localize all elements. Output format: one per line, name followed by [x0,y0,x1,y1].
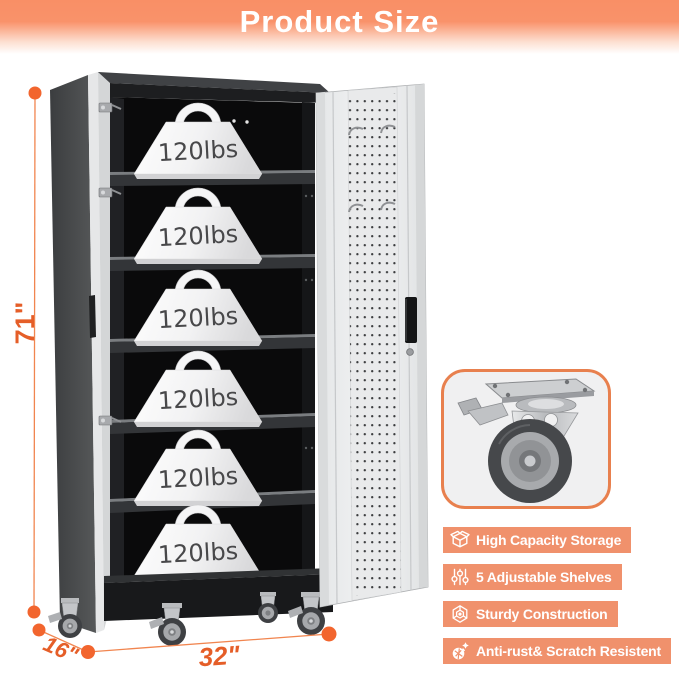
hinge-icon [98,187,122,198]
feature-high-capacity-storage: High Capacity Storage [443,527,632,553]
weights: 120lbs 120lbs 120lbs 120lbs 120l [133,102,263,581]
weight-label: 120lbs [157,135,239,167]
feature-adjustable-shelves: 5 Adjustable Shelves [443,564,622,590]
weight-label: 120lbs [157,462,239,494]
weight-label: 120lbs [157,220,239,252]
caster-wheel [48,598,82,638]
door-lock-icon [406,348,414,356]
dimension-width-label: 32" [197,639,241,673]
weight: 120lbs [133,102,263,179]
anti-scratch-icon [450,641,470,661]
weight-label: 120lbs [157,302,239,334]
depth-dimension-line [38,629,89,653]
caster-wheel [149,603,186,646]
right-door-handle [405,297,417,343]
hinges [98,102,122,426]
caster-wheel-image [457,378,596,503]
left-door-handle [89,295,96,338]
feature-anti-rust-scratch-resistant: Anti-rust& Scratch Resistent [443,638,671,664]
feature-sturdy-construction: Sturdy Construction [443,601,618,627]
page-title: Product Size [239,4,440,39]
feature-label: Anti-rust& Scratch Resistent [476,643,661,659]
dimension-endpoints [27,86,337,659]
cabinet-top [98,72,330,103]
hexagon-structure-icon [450,604,470,624]
hook-icon [380,201,396,211]
hinge-icon [98,102,122,113]
feature-label: Sturdy Construction [476,606,608,622]
pegboard [347,86,402,601]
height-dimension-line [33,92,36,613]
cabinet-frame-edge [98,72,112,630]
hinge-icon [98,415,122,426]
feature-label: 5 Adjustable Shelves [476,569,612,585]
hook-icon [348,126,364,136]
weight: 120lbs [133,350,263,427]
right-door [315,83,429,608]
weight: 120lbs [133,429,263,506]
caster-detail-card [441,369,611,509]
width-dimension-line [87,633,330,653]
caster-wheel [288,592,325,635]
weight-label: 120lbs [157,537,239,569]
storage-box-icon [450,530,470,550]
left-door [50,72,104,633]
dimension-height-label: 71" [10,301,40,345]
dimension-lines [33,92,330,653]
pegboard-hooks [348,124,396,213]
weight: 120lbs [133,187,263,264]
feature-list: High Capacity Storage 5 Adjustable Shelv… [443,527,671,664]
casters [48,592,325,646]
title-banner: Product Size [0,0,679,54]
caster-wheel [258,592,278,623]
weight-label: 120lbs [157,383,239,415]
hook-icon [348,203,364,213]
adjustable-sliders-icon [450,567,470,587]
feature-label: High Capacity Storage [476,532,622,548]
weight: 120lbs [133,269,263,346]
hook-icon [380,124,396,134]
